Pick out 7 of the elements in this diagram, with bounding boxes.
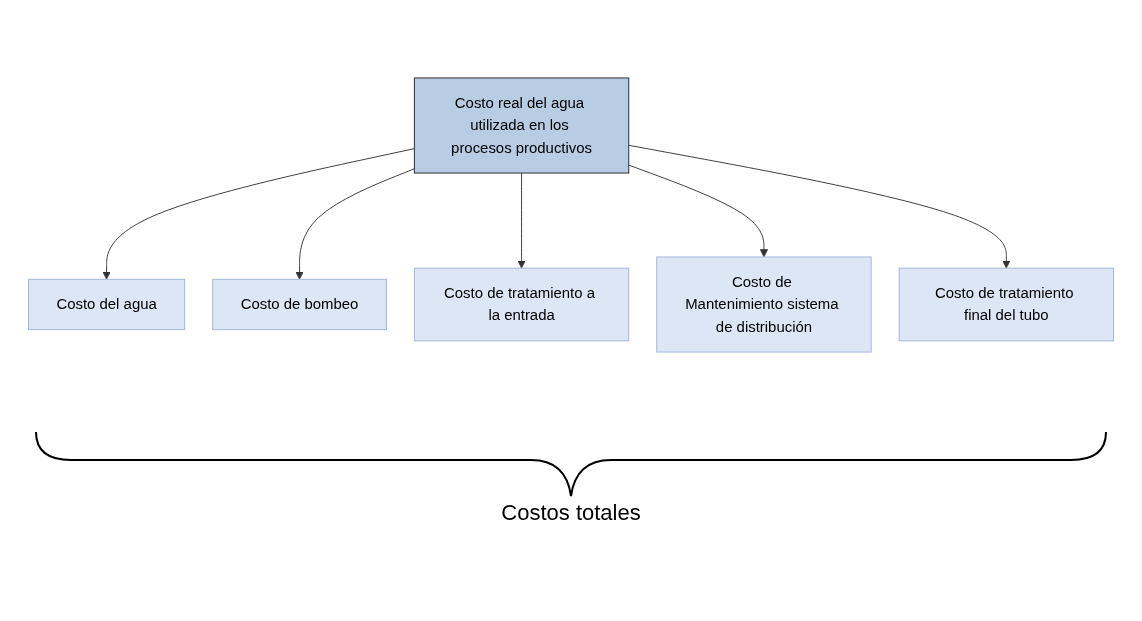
node-box: Costo de bombeo xyxy=(212,278,387,331)
node-box: Costo real del agua utilizada en los procesos productivos xyxy=(413,77,630,174)
node-box: Costo de Mantenimiento sistema de distribución xyxy=(656,256,872,353)
total-label: Costos totales xyxy=(501,500,641,526)
node-box: Costo del agua xyxy=(28,278,186,331)
node-box: Costo de tratamiento final del tubo xyxy=(898,267,1114,342)
node-box: Costo de tratamiento a la entrada xyxy=(413,267,630,342)
